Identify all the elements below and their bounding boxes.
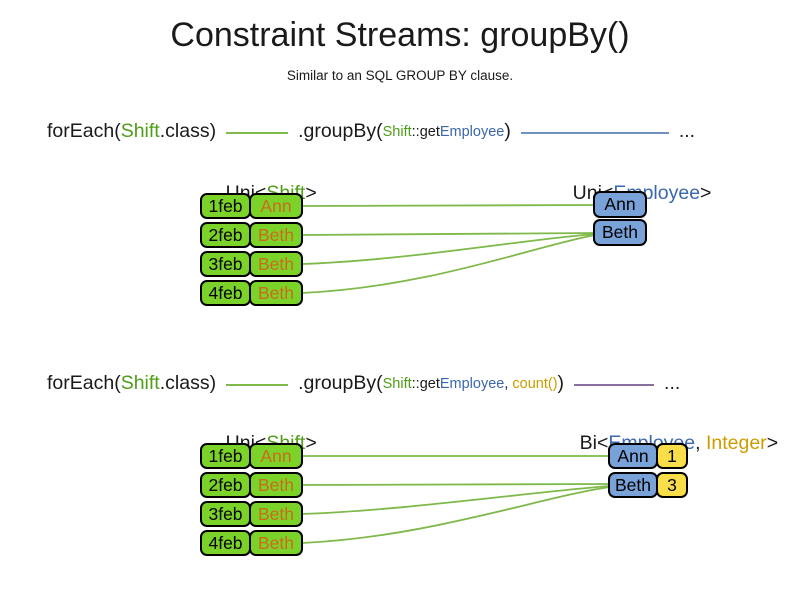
code2-ellipsis: ... xyxy=(664,372,681,394)
shift-table-2: 1feb Ann 2feb Beth 3feb Beth 4feb Beth xyxy=(200,443,303,556)
group-row: Beth 3 xyxy=(608,472,688,498)
employee-groups-1: Ann Beth xyxy=(593,191,647,246)
shift-employee-box: Ann xyxy=(249,443,303,469)
code2-arg-class: Shift xyxy=(382,375,412,392)
uni-shift-suffix: > xyxy=(305,432,317,454)
uni-shift-suffix: > xyxy=(305,182,317,204)
shift-date-box: 2feb xyxy=(200,472,251,498)
code1-arg-class: Shift xyxy=(382,123,412,140)
employee-group-box: Beth xyxy=(593,219,647,246)
shift-date-box: 4feb xyxy=(200,530,251,556)
line-shift4-to-beth xyxy=(301,234,596,294)
code2-shift-class: Shift xyxy=(120,372,160,394)
stream-connector-purple xyxy=(574,383,655,386)
shift-employee-box: Beth xyxy=(249,280,303,306)
shift-row: 3feb Beth xyxy=(200,251,303,277)
shift-employee-box: Beth xyxy=(249,472,303,498)
line2-shift3-to-beth xyxy=(301,485,611,515)
code2-arg-accessor: ::get xyxy=(411,375,440,392)
code1-groupby-prefix: .groupBy( xyxy=(298,120,383,142)
shift-date-box: 1feb xyxy=(200,193,251,219)
shift-row: 1feb Ann xyxy=(200,193,303,219)
shift-date-box: 1feb xyxy=(200,443,251,469)
code2-groupby-suffix: ) xyxy=(557,372,565,394)
shift-date-box: 2feb xyxy=(200,222,251,248)
code1-arg-accessor: ::get xyxy=(411,123,440,140)
line-shift2-to-beth xyxy=(301,232,596,236)
employee-group-box: Ann xyxy=(608,443,658,469)
employee-group-box: Beth xyxy=(608,472,658,498)
shift-row: 2feb Beth xyxy=(200,222,303,248)
code1-foreach-suffix: .class) xyxy=(159,120,217,142)
stream-connector-green-2 xyxy=(226,383,289,386)
bi-suffix: > xyxy=(766,432,779,454)
shift-row: 3feb Beth xyxy=(200,501,303,527)
line-shift3-to-beth xyxy=(301,233,596,265)
code1-shift-class: Shift xyxy=(120,120,160,142)
shift-employee-box: Beth xyxy=(249,530,303,556)
stream-connector-blue-1 xyxy=(520,131,669,134)
count-box: 1 xyxy=(656,443,688,469)
shift-row: 4feb Beth xyxy=(200,280,303,306)
code2-foreach-prefix: forEach( xyxy=(47,372,121,394)
uni-employee-suffix: > xyxy=(700,182,712,204)
code-line-1: forEach(Shift.class) .groupBy(Shift::get… xyxy=(47,120,695,143)
shift-employee-box: Beth xyxy=(249,222,303,248)
code-line-2: forEach(Shift.class) .groupBy(Shift::get… xyxy=(47,372,680,395)
shift-table-1: 1feb Ann 2feb Beth 3feb Beth 4feb Beth xyxy=(200,193,303,306)
code2-arg-property: Employee xyxy=(439,375,505,392)
shift-date-box: 3feb xyxy=(200,501,251,527)
bi-type-integer: Integer xyxy=(705,432,767,454)
shift-row: 2feb Beth xyxy=(200,472,303,498)
bi-prefix: Bi< xyxy=(579,432,609,454)
line2-shift4-to-beth xyxy=(301,486,611,544)
code1-foreach-prefix: forEach( xyxy=(47,120,121,142)
bi-separator: , xyxy=(695,432,706,454)
shift-row: 4feb Beth xyxy=(200,530,303,556)
code1-arg-property: Employee xyxy=(439,123,505,140)
shift-employee-box: Beth xyxy=(249,251,303,277)
shift-employee-box: Beth xyxy=(249,501,303,527)
shift-date-box: 3feb xyxy=(200,251,251,277)
code2-separator: , xyxy=(504,375,513,392)
code2-count-collector: count() xyxy=(512,375,558,392)
count-box: 3 xyxy=(656,472,688,498)
group-row: Ann 1 xyxy=(608,443,688,469)
line2-shift2-to-beth xyxy=(301,483,611,486)
code1-groupby-suffix: ) xyxy=(504,120,511,142)
page-subtitle: Similar to an SQL GROUP BY clause. xyxy=(286,68,514,83)
code2-groupby-prefix: .groupBy( xyxy=(298,372,383,394)
page-title: Constraint Streams: groupBy() xyxy=(170,16,630,54)
code1-ellipsis: ... xyxy=(678,120,696,142)
shift-employee-box: Ann xyxy=(249,193,303,219)
employee-group-box: Ann xyxy=(593,191,647,218)
stream-connector-green-1 xyxy=(226,131,289,134)
employee-count-groups: Ann 1 Beth 3 xyxy=(608,443,688,498)
code2-foreach-suffix: .class) xyxy=(159,372,217,394)
shift-date-box: 4feb xyxy=(200,280,251,306)
shift-row: 1feb Ann xyxy=(200,443,303,469)
